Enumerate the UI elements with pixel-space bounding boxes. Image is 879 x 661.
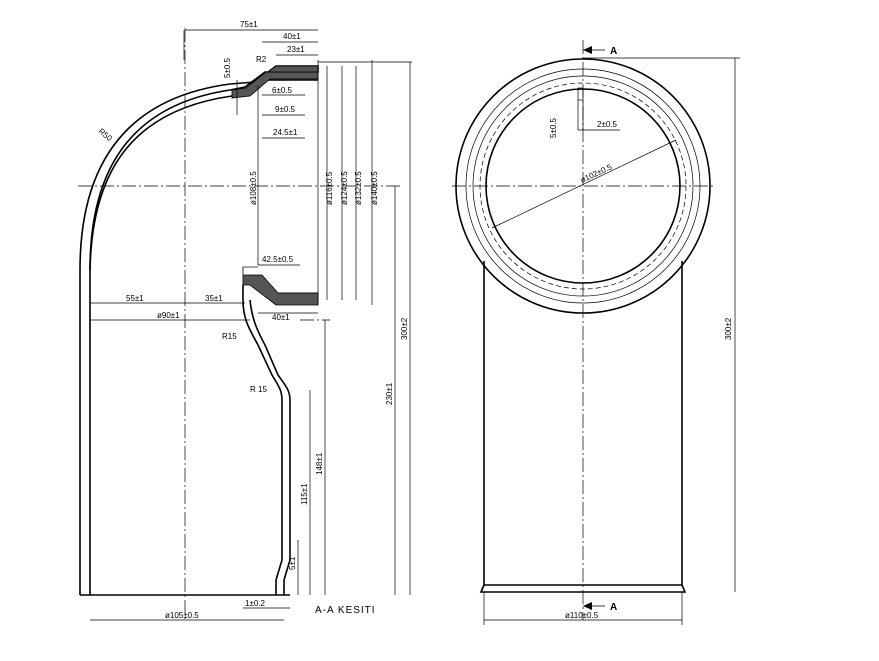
dim-d105: ø105±0.5 [165,611,199,620]
dim-42-5: 42.5±0.5 [262,255,294,264]
dim-d132: ø132±0.5 [354,171,363,205]
dim-d124: ø124±0.5 [340,171,349,205]
dim-23: 23±1 [287,45,305,54]
section-mark-bottom: A [610,602,617,613]
dim-d116: ø116±0.5 [325,171,334,205]
neck-inner-outline [249,299,291,595]
side-dim-2: 2±0.5 [597,120,618,129]
dim-6: 6±0.5 [272,86,293,95]
dim-d108: ø108±0.5 [249,171,258,205]
dim-r15b: R 15 [250,385,267,394]
neck-outline [242,285,283,595]
side-dim-d110: ø110±0.5 [565,611,599,620]
dim-1: 1±0.2 [245,599,266,608]
dim-55: 55±1 [126,294,144,303]
dim-r2: R2 [256,55,267,64]
dim-148: 148±1 [315,452,324,475]
dim-r15a: R15 [222,332,237,341]
upper-lip-section [266,65,319,73]
dim-5-1: 5±1 [288,556,297,570]
dim-r50: R50 [97,127,114,144]
dim-300-left: 300±2 [400,317,409,340]
dim-5-05: 5±0.5 [223,57,232,78]
side-dim-300: 300±2 [724,317,733,340]
lower-flange-section [242,267,319,306]
dim-35: 35±1 [205,294,223,303]
dim-40-bot: 40±1 [272,313,290,322]
dim-24-5: 24.5±1 [273,128,298,137]
side-view: A A 5±0.5 2±0.5 ø102±0.5 300±2 ø110±0.5 [452,40,740,625]
side-dim-d102: ø102±0.5 [579,162,614,185]
dim-115: 115±1 [300,483,309,505]
dim-40-top: 40±1 [283,32,301,41]
dim-75: 75±1 [240,20,258,29]
section-title: A-A KESITI [315,605,376,616]
dim-d140: ø140±0.5 [370,171,379,205]
dim-230: 230±1 [385,382,394,405]
section-view: 75±1 40±1 23±1 R2 5±0.5 6±0.5 9±0.5 24.5… [78,20,412,621]
dim-9: 9±0.5 [275,105,296,114]
side-dim-5-05: 5±0.5 [549,117,558,138]
dim-d90: ø90±1 [157,311,180,320]
section-mark-top: A [610,46,617,57]
